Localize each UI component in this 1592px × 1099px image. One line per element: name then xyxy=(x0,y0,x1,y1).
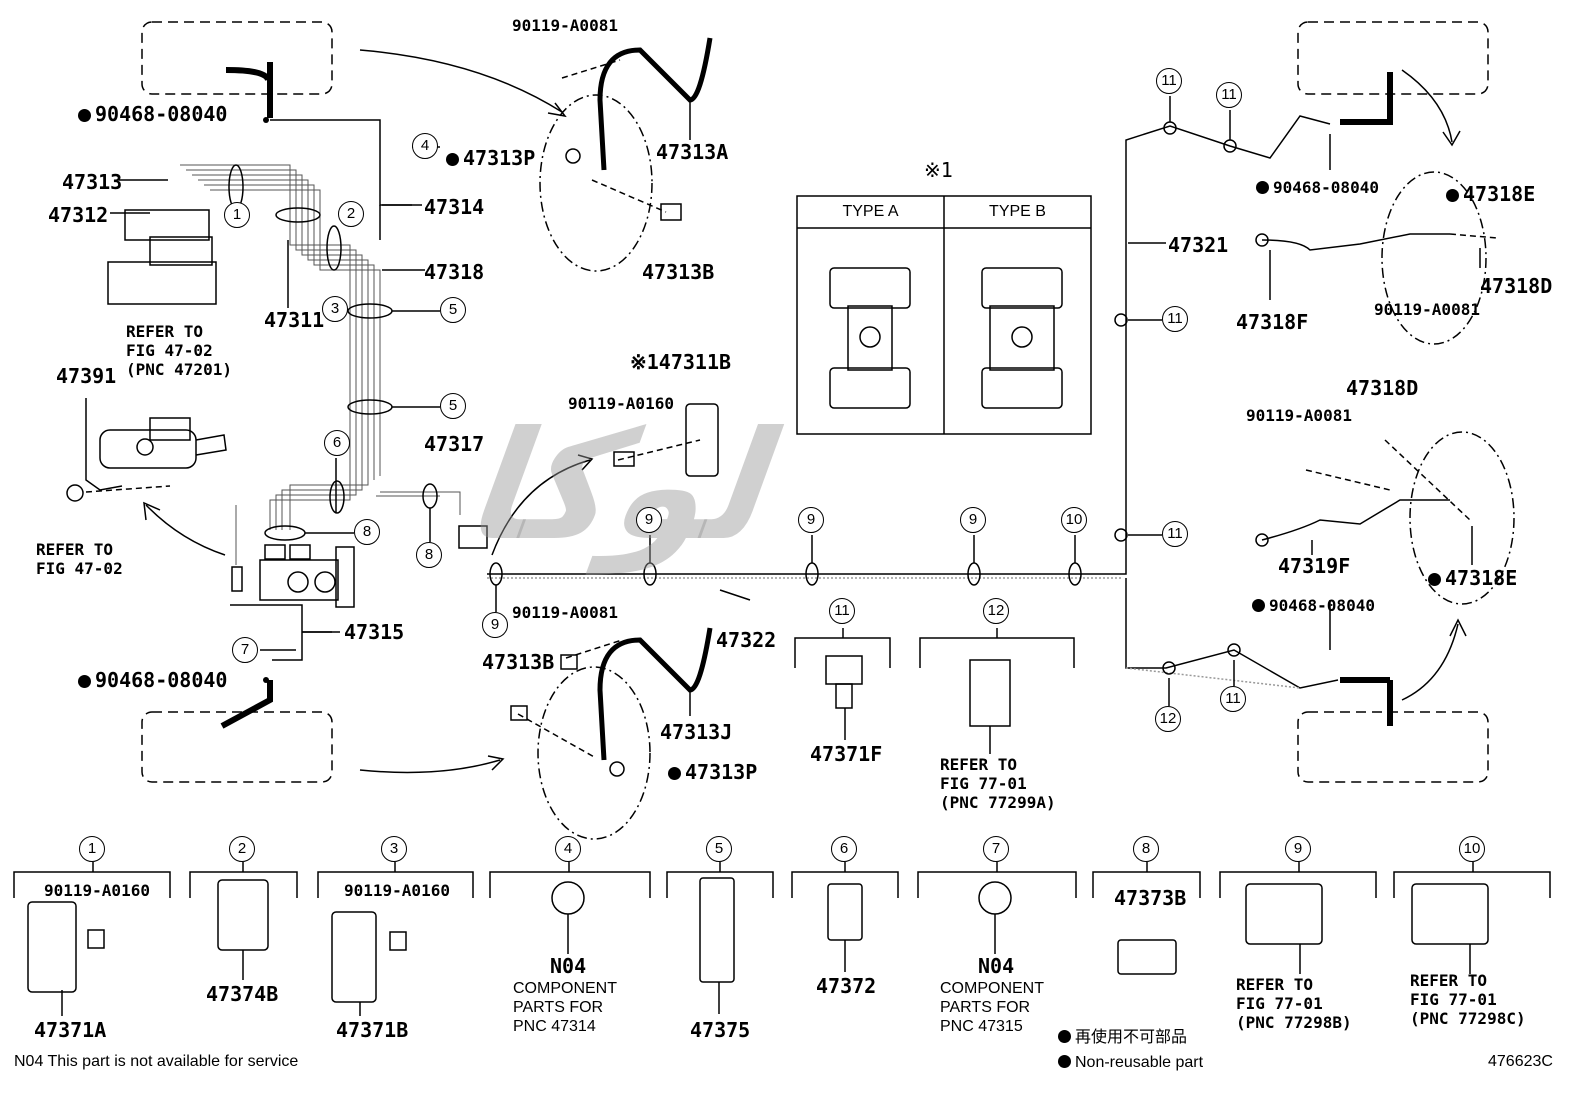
legend-callout-6: 6 xyxy=(831,836,857,862)
legend-part: N04 xyxy=(550,954,587,978)
callout-5: 5 xyxy=(440,297,466,323)
part-label: 47313P xyxy=(668,762,757,782)
part-label: 90119-A0081 xyxy=(512,603,618,622)
part-label: 47313B xyxy=(482,650,555,674)
legend-callout-1: 1 xyxy=(79,836,105,862)
part-label: 47318D xyxy=(1480,274,1553,298)
part-label: 47313P xyxy=(446,148,535,168)
type-b-header: TYPE B xyxy=(989,203,1046,220)
legend-part: 47372 xyxy=(816,974,877,998)
callout-1: 1 xyxy=(224,202,250,228)
callout-7: 7 xyxy=(232,637,258,663)
legend-part: 47375 xyxy=(690,1018,751,1042)
legend-note: COMPONENT PARTS FOR PNC 47315 xyxy=(940,980,1044,1035)
legend-part: 47371B xyxy=(336,1018,409,1042)
footer-note-n04: N04 This part is not available for servi… xyxy=(14,1053,299,1070)
legend-callout-2: 2 xyxy=(229,836,255,862)
legend-part: 47371A xyxy=(34,1018,107,1042)
part-label: 47313J xyxy=(660,720,733,744)
part-label: 90119-A0081 xyxy=(1374,300,1480,319)
legend-callout-7: 7 xyxy=(983,836,1009,862)
legend-part: 90119-A0160 xyxy=(344,881,450,900)
legend-callout-10: 10 xyxy=(1459,836,1485,862)
part-label: 47313 xyxy=(62,170,123,194)
part-label: 47311 xyxy=(264,308,325,332)
part-label: ※147311B xyxy=(630,350,732,374)
callout-9: 9 xyxy=(482,612,508,638)
callout-12: 12 xyxy=(983,598,1009,624)
reference-note: REFER TO FIG 47-02 (PNC 47201) xyxy=(126,322,232,379)
reference-note: REFER TO FIG 77-01 (PNC 77298B) xyxy=(1236,975,1352,1032)
part-label: 47318F xyxy=(1236,310,1309,334)
reference-note: REFER TO FIG 77-01 (PNC 77298C) xyxy=(1410,971,1526,1028)
part-label: 47317 xyxy=(424,432,485,456)
mount-area-top-left xyxy=(141,21,333,95)
part-label: 47318E xyxy=(1428,568,1517,588)
callout-3: 3 xyxy=(322,296,348,322)
legend-part: N04 xyxy=(978,954,1015,978)
table-note-mark: ※1 xyxy=(924,158,953,182)
legend-callout-4: 4 xyxy=(555,836,581,862)
legend-part: 47373B xyxy=(1114,886,1187,910)
callout-11: 11 xyxy=(829,598,855,624)
part-label: 47391 xyxy=(56,364,117,388)
callout-9: 9 xyxy=(636,507,662,533)
legend-callout-5: 5 xyxy=(706,836,732,862)
reference-note: REFER TO FIG 47-02 xyxy=(36,540,123,578)
callout-8: 8 xyxy=(416,542,442,568)
type-a-header: TYPE A xyxy=(842,203,899,220)
part-label: 47322 xyxy=(716,628,777,652)
part-label: 90468-08040 xyxy=(1256,180,1379,196)
figure-code: 476623C xyxy=(1488,1053,1553,1070)
callout-4: 4 xyxy=(412,133,438,159)
part-label: 47318D xyxy=(1346,376,1419,400)
callout-11: 11 xyxy=(1162,306,1188,332)
callout-6: 6 xyxy=(324,430,350,456)
reference-note: REFER TO FIG 77-01 (PNC 77299A) xyxy=(940,755,1056,812)
part-label: 90468-08040 xyxy=(1252,598,1375,614)
legend-callout-3: 3 xyxy=(381,836,407,862)
part-label: 47321 xyxy=(1168,233,1229,257)
part-label: 90119-A0160 xyxy=(568,394,674,413)
part-label: 90468-08040 xyxy=(78,104,227,124)
legend-callout-8: 8 xyxy=(1133,836,1159,862)
part-label: 47315 xyxy=(344,620,405,644)
callout-8: 8 xyxy=(354,519,380,545)
callout-12: 12 xyxy=(1155,706,1181,732)
callout-9: 9 xyxy=(798,507,824,533)
callout-10: 10 xyxy=(1061,507,1087,533)
part-label: 90119-A0081 xyxy=(1246,406,1352,425)
part-label: 47318 xyxy=(424,260,485,284)
part-label: 90468-08040 xyxy=(78,670,227,690)
legend-part: 90119-A0160 xyxy=(44,881,150,900)
legend-note: COMPONENT PARTS FOR PNC 47314 xyxy=(513,980,617,1035)
callout-11: 11 xyxy=(1162,521,1188,547)
legend-nonreusable-en: Non-reusable part xyxy=(1058,1053,1203,1073)
legend-part: 47374B xyxy=(206,982,279,1006)
callout-11: 11 xyxy=(1216,82,1242,108)
part-label: 47371F xyxy=(810,742,883,766)
callout-11: 11 xyxy=(1156,68,1182,94)
legend-callout-9: 9 xyxy=(1285,836,1311,862)
part-label: 47313A xyxy=(656,140,729,164)
part-label: 47314 xyxy=(424,195,485,219)
callout-5: 5 xyxy=(440,393,466,419)
part-label: 90119-A0081 xyxy=(512,16,618,35)
part-label: 47312 xyxy=(48,203,109,227)
legend-nonreusable-jp: 再使用不可部品 xyxy=(1058,1028,1187,1048)
part-label: 47319F xyxy=(1278,554,1351,578)
part-label: 47318E xyxy=(1446,184,1535,204)
mount-area-bottom-left xyxy=(141,711,333,783)
callout-9: 9 xyxy=(960,507,986,533)
callout-11: 11 xyxy=(1220,686,1246,712)
part-label: 47313B xyxy=(642,260,715,284)
callout-2: 2 xyxy=(338,201,364,227)
